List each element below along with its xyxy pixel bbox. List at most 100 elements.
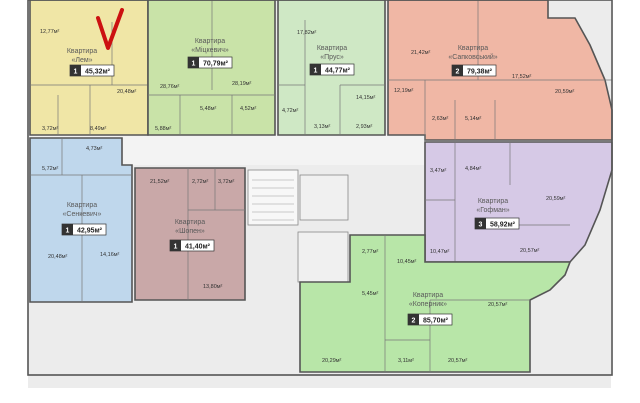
room-area: 12,19м² (394, 88, 414, 94)
room-area: 3,72м² (218, 179, 234, 185)
room-area: 4,73м² (86, 146, 102, 152)
apartment-senkevych-area: 42,95м² (77, 228, 103, 235)
room-area: 20,59м² (546, 196, 566, 202)
room-area: 14,15м² (356, 95, 376, 101)
apartment-lem-title-1: Квартира (67, 48, 97, 55)
apartment-sapkovskyi-title-1: Квартира (458, 45, 488, 52)
apartment-mickevich-rooms-box (188, 57, 199, 68)
apartment-hofman-rooms: 3 (479, 222, 483, 229)
room-area: 21,42м² (411, 50, 431, 56)
apartment-shopen[interactable] (134, 167, 246, 301)
apartment-koperenyk-rooms: 2 (412, 318, 416, 325)
label-hofman: Квартира «Гофман» 3 58,92м² (474, 198, 520, 230)
room-area: 21,52м² (150, 179, 170, 185)
stair-steps (252, 179, 294, 221)
label-lem: Квартира «Лем» 1 45,32м² (67, 48, 115, 77)
apartment-senkevych-title-1: Квартира (67, 202, 97, 209)
room-area: 4,72м² (282, 108, 298, 114)
room-area: 5,48м² (200, 106, 216, 112)
room-area: 28,76м² (160, 84, 180, 90)
apartment-prus-rooms-box (310, 64, 321, 75)
apartment-hofman-shape (424, 141, 613, 263)
room-area: 2,63м² (432, 116, 448, 122)
apartment-shopen-title-1: Квартира (175, 219, 205, 226)
room-area: 10,45м² (397, 259, 417, 265)
red-checkmark (96, 8, 124, 50)
apartment-hofman-title-1: Квартира (478, 198, 508, 205)
label-sapkovskyi: Квартира «Сапковський» 2 79,38м² (448, 45, 498, 77)
apartment-koperenyk-title-1: Квартира (413, 292, 443, 299)
apartment-sapkovskyi-area: 79,38м² (467, 69, 493, 76)
apartment-sapkovskyi-title-2: «Сапковський» (448, 53, 497, 61)
apartment-prus-area: 44,77м² (325, 68, 351, 75)
apartment-shopen-shape (134, 167, 246, 301)
room-area: 20,57м² (520, 248, 540, 254)
room-area: 5,45м² (362, 291, 378, 297)
room-area: 10,47м² (430, 249, 450, 255)
room-area: 4,52м² (240, 106, 256, 112)
apartment-koperenyk-area: 85,70м² (423, 318, 449, 325)
room-area: 28,19м² (232, 81, 252, 87)
apartment-sapkovskyi[interactable] (387, 0, 613, 141)
apartment-koperenyk[interactable] (299, 234, 572, 373)
apartment-sapkovskyi-rooms: 2 (456, 69, 460, 76)
apartment-hofman-title-2: «Гофман» (476, 207, 509, 214)
apartment-prus-title-1: Квартира (317, 45, 347, 52)
apartment-senkevych-title-2: «Сенкевич» (63, 211, 102, 218)
apartment-koperenyk-shape (299, 234, 572, 373)
technical-room (297, 231, 349, 283)
apartment-senkevych[interactable] (29, 137, 133, 303)
room-area: 12,77м² (40, 29, 60, 35)
room-area: 5,72м² (42, 166, 58, 172)
apartment-mickevich-rooms: 1 (192, 61, 196, 68)
elevator-shaft (299, 174, 349, 221)
apartment-mickevich-title-1: Квартира (195, 38, 225, 45)
apartment-senkevych-rooms-box (62, 224, 73, 235)
label-mickevich: Квартира «Міцкевич» 1 70,79м² (187, 38, 233, 69)
apartment-sapkovskyi-shape (387, 0, 613, 141)
room-area: 2,72м² (192, 179, 208, 185)
label-shopen: Квартира «Шопен» 1 41,40м² (169, 219, 215, 252)
apartment-shopen-rooms-box (170, 240, 181, 251)
room-area: 5,88м² (155, 126, 171, 132)
room-area: 14,16м² (100, 252, 120, 258)
apartment-hofman[interactable] (424, 141, 613, 263)
room-area: 2,93м² (356, 124, 372, 130)
room-area: 20,59м² (555, 89, 575, 95)
room-area: 13,80м² (203, 284, 223, 290)
apartment-koperenyk-title-2: «Коперник» (409, 301, 447, 308)
apartment-koperenyk-rooms-box (408, 314, 419, 325)
apartment-lem-rooms: 1 (74, 69, 78, 76)
apartment-mickevich-area: 70,79м² (203, 61, 229, 68)
room-area: 4,84м² (465, 166, 481, 172)
room-area: 20,57м² (448, 358, 468, 364)
apartment-shopen-title-2: «Шопен» (175, 228, 205, 235)
apartment-hofman-area: 58,92м² (490, 222, 516, 229)
apartment-hofman-rooms-box (475, 218, 486, 229)
room-area: 5,14м² (465, 116, 481, 122)
room-area: 20,57м² (488, 302, 508, 308)
room-area: 3,13м² (314, 124, 330, 130)
apartment-prus-title-2: «Прус» (320, 54, 344, 61)
building-outline (27, 0, 613, 376)
room-area: 2,77м² (362, 249, 378, 255)
room-area-labels: 12,77м² 20,48м² 3,72м² 8,49м² 28,76м² 28… (40, 29, 575, 364)
room-area: 3,11м² (398, 358, 414, 364)
room-area: 17,82м² (297, 30, 317, 36)
apartment-lem-rooms-box (70, 65, 81, 76)
room-area: 20,29м² (322, 358, 342, 364)
apartment-prus-rooms: 1 (314, 68, 318, 75)
room-area: 3,72м² (42, 126, 58, 132)
room-area: 3,47м² (430, 168, 446, 174)
label-senkevych: Квартира «Сенкевич» 1 42,95м² (61, 202, 107, 236)
apartment-senkevych-shape (29, 137, 133, 303)
apartment-sapkovskyi-rooms-box (452, 65, 463, 76)
room-area: 20,48м² (117, 89, 137, 95)
apartment-senkevych-rooms: 1 (66, 228, 70, 235)
stairwell (247, 169, 299, 226)
label-koperenyk: Квартира «Коперник» 2 85,70м² (407, 292, 453, 326)
room-area: 8,49м² (90, 126, 106, 132)
apartment-lem-title-2: «Лем» (71, 57, 92, 64)
apartment-shopen-area: 41,40м² (185, 244, 211, 251)
